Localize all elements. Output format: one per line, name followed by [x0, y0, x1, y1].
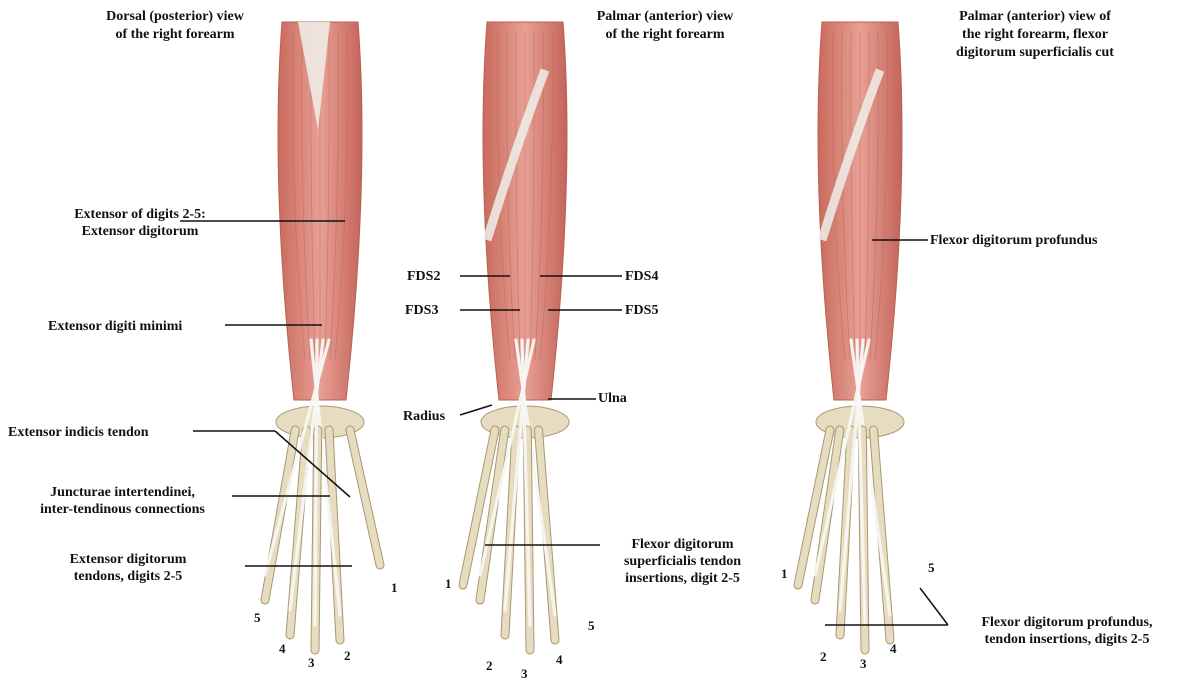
label-ed-tendons: Extensor digitorum tendons, digits 2-5 — [28, 551, 228, 585]
label-extensor-digitorum: Extensor of digits 2-5: Extensor digitor… — [40, 206, 240, 240]
digit-number-cut-1: 1 — [781, 566, 788, 582]
digit-number-cut-3: 3 — [860, 656, 867, 672]
label-fds4: FDS4 — [625, 268, 658, 285]
title-cut-line2: the right forearm, flexor — [920, 26, 1150, 44]
dorsal-forearm-image — [265, 22, 380, 650]
digit-number-cut-4: 4 — [890, 641, 897, 657]
label-juncturae-line2: inter-tendinous connections — [10, 501, 235, 518]
digit-number-dorsal-3: 3 — [308, 655, 315, 671]
label-fds-insertions: Flexor digitorum superficialis tendon in… — [600, 536, 765, 587]
label-fdp-insertions-line2: tendon insertions, digits 2-5 — [952, 631, 1182, 648]
digit-number-dorsal-2: 2 — [344, 648, 351, 664]
label-juncturae-line1: Juncturae intertendinei, — [10, 484, 235, 501]
thumb-bone — [350, 430, 380, 565]
label-fds-insertions-line3: insertions, digit 2-5 — [600, 570, 765, 587]
digit-number-dorsal-5: 5 — [254, 610, 261, 626]
label-fds-insertions-line2: superficialis tendon — [600, 553, 765, 570]
label-extensor-digiti-minimi: Extensor digiti minimi — [48, 318, 182, 335]
digit-number-palmar-2: 2 — [486, 658, 493, 674]
label-ed-tendons-line2: tendons, digits 2-5 — [28, 568, 228, 585]
title-cut: Palmar (anterior) view of the right fore… — [920, 8, 1150, 62]
title-dorsal: Dorsal (posterior) view of the right for… — [70, 8, 280, 44]
label-extensor-digits-line1: Extensor of digits 2-5: — [40, 206, 240, 223]
title-cut-line1: Palmar (anterior) view of — [920, 8, 1150, 26]
label-extensor-digits-line2: Extensor digitorum — [40, 223, 240, 240]
leader-fdp-insertions-b — [920, 588, 948, 625]
label-fdp: Flexor digitorum profundus — [930, 232, 1098, 249]
label-ulna: Ulna — [598, 390, 627, 407]
title-palmar-line1: Palmar (anterior) view — [565, 8, 765, 26]
digit-number-palmar-4: 4 — [556, 652, 563, 668]
label-radius: Radius — [403, 408, 445, 425]
palmar-forearm-image — [463, 22, 569, 650]
label-fds5: FDS5 — [625, 302, 658, 319]
digit-number-dorsal-1: 1 — [391, 580, 398, 596]
title-cut-line3: digitorum superficialis cut — [920, 44, 1150, 62]
label-fds-insertions-line1: Flexor digitorum — [600, 536, 765, 553]
title-dorsal-line1: Dorsal (posterior) view — [70, 8, 280, 26]
digit-number-palmar-1: 1 — [445, 576, 452, 592]
digit-number-palmar-5: 5 — [588, 618, 595, 634]
title-palmar-line2: of the right forearm — [565, 26, 765, 44]
label-fds3: FDS3 — [405, 302, 438, 319]
digit-number-palmar-3: 3 — [521, 666, 528, 682]
digit-number-dorsal-4: 4 — [279, 641, 286, 657]
label-fdp-insertions-line1: Flexor digitorum profundus, — [952, 614, 1182, 631]
label-ed-tendons-line1: Extensor digitorum — [28, 551, 228, 568]
label-fdp-insertions: Flexor digitorum profundus, tendon inser… — [952, 614, 1182, 648]
digit-number-cut-5: 5 — [928, 560, 935, 576]
title-dorsal-line2: of the right forearm — [70, 26, 280, 44]
label-extensor-indicis: Extensor indicis tendon — [8, 424, 149, 441]
palmar-cut-forearm-image — [798, 22, 904, 650]
label-fds2: FDS2 — [407, 268, 440, 285]
label-juncturae: Juncturae intertendinei, inter-tendinous… — [10, 484, 235, 518]
digit-number-cut-2: 2 — [820, 649, 827, 665]
title-palmar: Palmar (anterior) view of the right fore… — [565, 8, 765, 44]
